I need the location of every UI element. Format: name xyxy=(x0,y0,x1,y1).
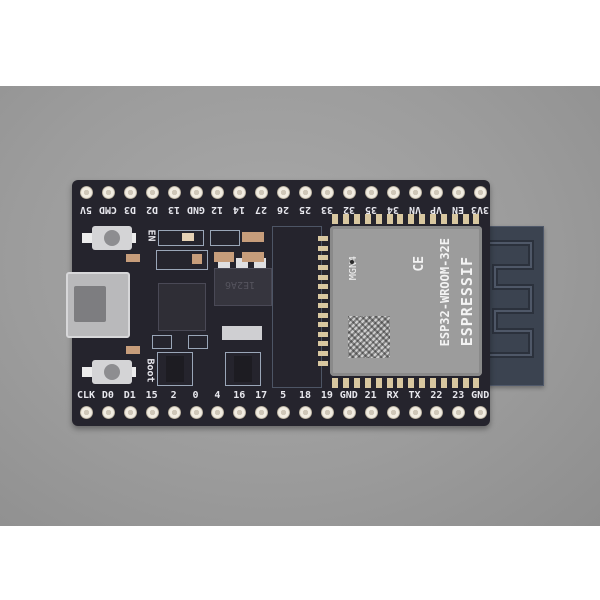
bottom-header-pin xyxy=(233,406,247,419)
module-pads-top xyxy=(330,214,482,224)
module-brand: ESPRESSIF xyxy=(458,256,476,347)
bottom-header-pin-label: TX xyxy=(408,390,421,401)
bottom-header-pin-label: 19 xyxy=(320,390,333,401)
datamatrix-code xyxy=(348,316,390,358)
bottom-header-pin-label: 5 xyxy=(280,390,287,401)
transistor-1 xyxy=(166,356,184,382)
bottom-header-pin xyxy=(452,406,466,419)
bottom-header-pin-label: 4 xyxy=(214,390,221,401)
esp32-wroom-module: ESPRESSIF ESP32-WROOM-32E CE MGN4 xyxy=(318,214,482,388)
bottom-header-pin-label: 2 xyxy=(170,390,177,401)
top-header-pin xyxy=(211,186,225,199)
bottom-header-pin xyxy=(320,406,334,419)
top-header-pin xyxy=(342,186,356,199)
top-header-pin xyxy=(299,186,312,199)
module-trace-area xyxy=(272,226,322,388)
pin1-dot xyxy=(350,260,354,264)
bottom-header-pin-label: GND xyxy=(471,390,490,401)
bottom-header-pin-label: 0 xyxy=(192,390,199,401)
module-model: ESP32-WROOM-32E xyxy=(438,238,452,347)
en-label: EN xyxy=(145,229,157,242)
bottom-header-pin xyxy=(408,406,422,419)
top-header-pin xyxy=(189,186,203,199)
top-header-pin xyxy=(123,186,137,199)
top-header-pin xyxy=(408,186,422,199)
module-pads-bottom xyxy=(330,378,482,388)
bottom-header-pin-label: D1 xyxy=(123,390,136,401)
transistor-2 xyxy=(234,356,252,382)
bottom-header-pin-label: 15 xyxy=(145,390,158,401)
bottom-header-pin-label: RX xyxy=(386,390,399,401)
bottom-header-pin-label: 21 xyxy=(364,390,377,401)
bottom-header-pin xyxy=(364,406,378,419)
top-header-pin xyxy=(474,186,488,199)
bottom-header-pin xyxy=(211,406,225,419)
bottom-header-pin-label: 17 xyxy=(255,390,268,401)
bottom-header-pin-label: 16 xyxy=(233,390,246,401)
voltage-regulator: 1E2A6 xyxy=(214,268,272,306)
top-header-pin xyxy=(386,186,400,199)
bottom-header-pin xyxy=(123,406,137,419)
top-header-pin xyxy=(364,186,378,199)
bottom-header-pin xyxy=(80,406,93,419)
bottom-header-pin xyxy=(342,406,356,419)
top-header-pin xyxy=(233,186,247,199)
bottom-header-pin xyxy=(299,406,312,419)
bottom-header-pin-label: CLK xyxy=(76,390,96,401)
top-header-pin xyxy=(320,186,334,199)
bottom-header-pin xyxy=(167,406,181,419)
top-header-pin xyxy=(430,186,444,199)
bottom-header-pin-label: 18 xyxy=(298,390,312,401)
bottom-header-pin xyxy=(101,406,115,419)
top-header-pin-label: 3V3 xyxy=(471,204,490,215)
bottom-header-pin-label: 23 xyxy=(452,390,465,401)
top-header-pin xyxy=(277,186,291,199)
bottom-header-pin xyxy=(189,406,203,419)
micro-usb-connector xyxy=(66,272,130,338)
bottom-header-pin-label: 22 xyxy=(430,390,443,401)
regulator-tab xyxy=(222,326,262,340)
bottom-header-pin-label: GND xyxy=(339,390,358,401)
boot-button[interactable] xyxy=(92,360,132,384)
top-header-pin xyxy=(145,186,159,199)
bottom-header-pin-label: D0 xyxy=(101,390,114,401)
top-header-pin xyxy=(255,186,269,199)
bottom-header-pin xyxy=(277,406,291,419)
top-header-pin xyxy=(167,186,181,199)
top-header-pin xyxy=(80,186,93,199)
top-header-pin xyxy=(101,186,115,199)
bottom-header-pin xyxy=(474,406,488,419)
bottom-header-pin xyxy=(430,406,444,419)
ce-mark: CE xyxy=(412,256,427,272)
boot-label: Boot xyxy=(144,358,156,383)
module-pads-left xyxy=(318,234,328,368)
bottom-header-pin xyxy=(145,406,159,419)
bottom-header-pin xyxy=(255,406,269,419)
top-header-pin xyxy=(452,186,466,199)
usb-uart-chip xyxy=(158,283,206,331)
en-reset-button[interactable] xyxy=(92,226,132,250)
bottom-header-pin xyxy=(386,406,400,419)
